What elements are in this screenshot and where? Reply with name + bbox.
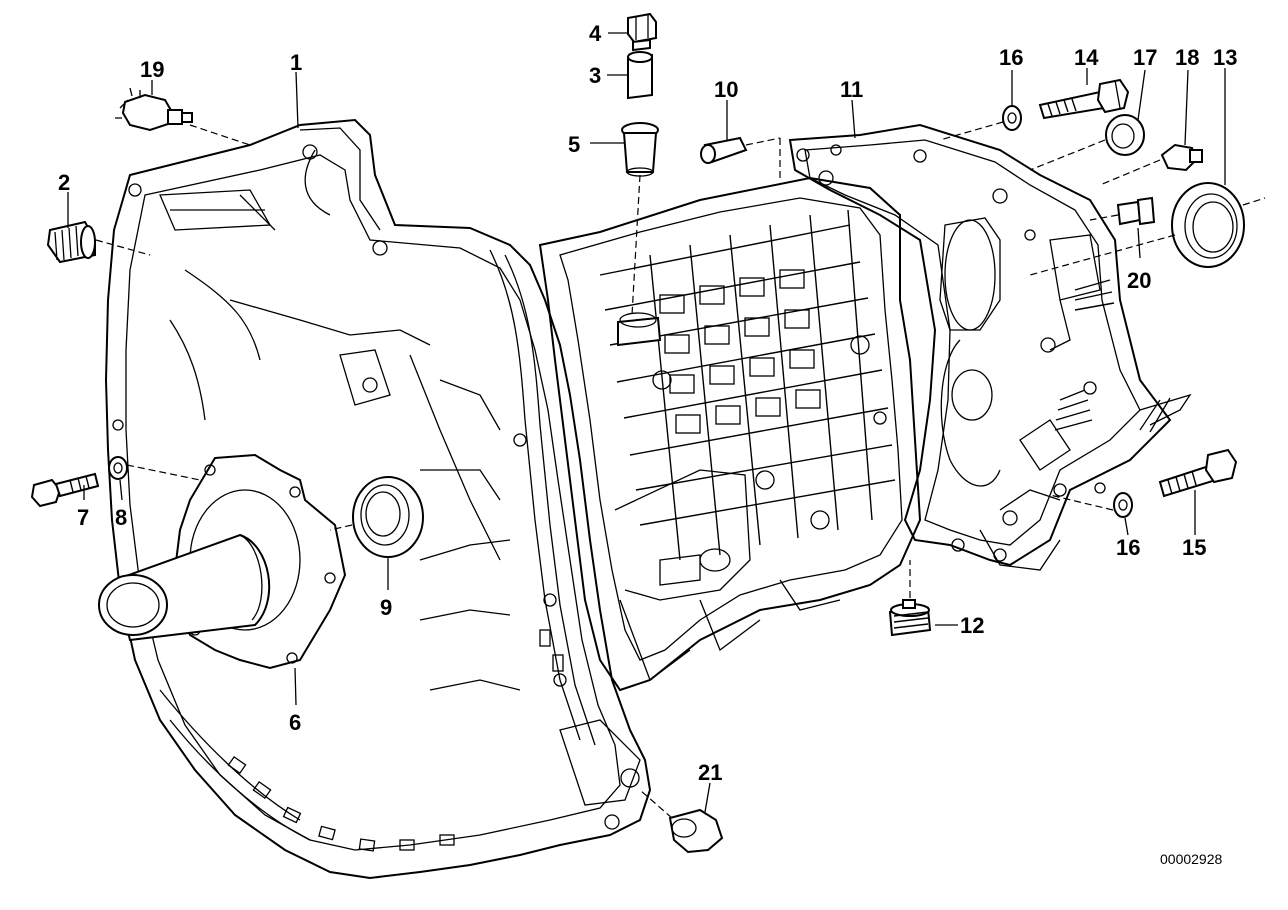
bolt-14	[1038, 78, 1130, 120]
callout-10: 10	[714, 77, 738, 102]
callout-labels: 1 19 2 4 3 5 10 11 16 14 17 18 13 20 7 8…	[58, 21, 1237, 867]
drain-plug-12	[888, 599, 932, 637]
callout-6: 6	[289, 710, 301, 735]
washer-16-top	[1002, 105, 1022, 131]
callout-5: 5	[568, 132, 580, 157]
screw-plug-2	[46, 220, 96, 264]
reverse-light-switch-19	[115, 87, 193, 132]
shaft-seal-13	[1171, 182, 1245, 268]
callout-15: 15	[1182, 535, 1206, 560]
callout-16-bottom: 16	[1116, 535, 1140, 560]
plug-21	[668, 808, 724, 854]
sleeve-3	[627, 51, 653, 100]
bolt-15	[1158, 448, 1238, 498]
callout-14: 14	[1074, 45, 1099, 70]
callout-8: 8	[115, 505, 127, 530]
callout-11: 11	[840, 77, 863, 102]
bolt-7	[30, 472, 100, 508]
cap-4	[627, 12, 657, 52]
washer-16-bottom	[1113, 492, 1133, 518]
bearing-cover-guide-sleeve	[98, 453, 347, 670]
callout-1: 1	[290, 50, 302, 75]
callout-20: 20	[1127, 268, 1151, 293]
callout-9: 9	[380, 595, 392, 620]
callout-2: 2	[58, 170, 70, 195]
callout-3: 3	[589, 63, 601, 88]
dowel-pin-10	[700, 136, 748, 164]
seal-17	[1105, 114, 1145, 156]
callout-4: 4	[589, 21, 602, 46]
callout-7: 7	[77, 505, 89, 530]
callout-18: 18	[1175, 45, 1199, 70]
callout-13: 13	[1213, 45, 1237, 70]
callout-19: 19	[140, 57, 164, 82]
callout-21: 21	[698, 760, 722, 785]
screw-20	[1116, 196, 1156, 226]
leader-lines	[67, 32, 1266, 819]
shaft-seal-9	[352, 476, 424, 558]
washer-8	[108, 456, 128, 480]
intermediate-housing	[788, 123, 1192, 571]
sensor-18	[1160, 143, 1203, 172]
callout-12: 12	[960, 613, 984, 638]
reference-number: 00002928	[1160, 851, 1223, 867]
callout-17: 17	[1133, 45, 1157, 70]
callout-16-top: 16	[999, 45, 1023, 70]
bushing-5	[621, 122, 659, 177]
gearbox-case	[538, 176, 922, 692]
